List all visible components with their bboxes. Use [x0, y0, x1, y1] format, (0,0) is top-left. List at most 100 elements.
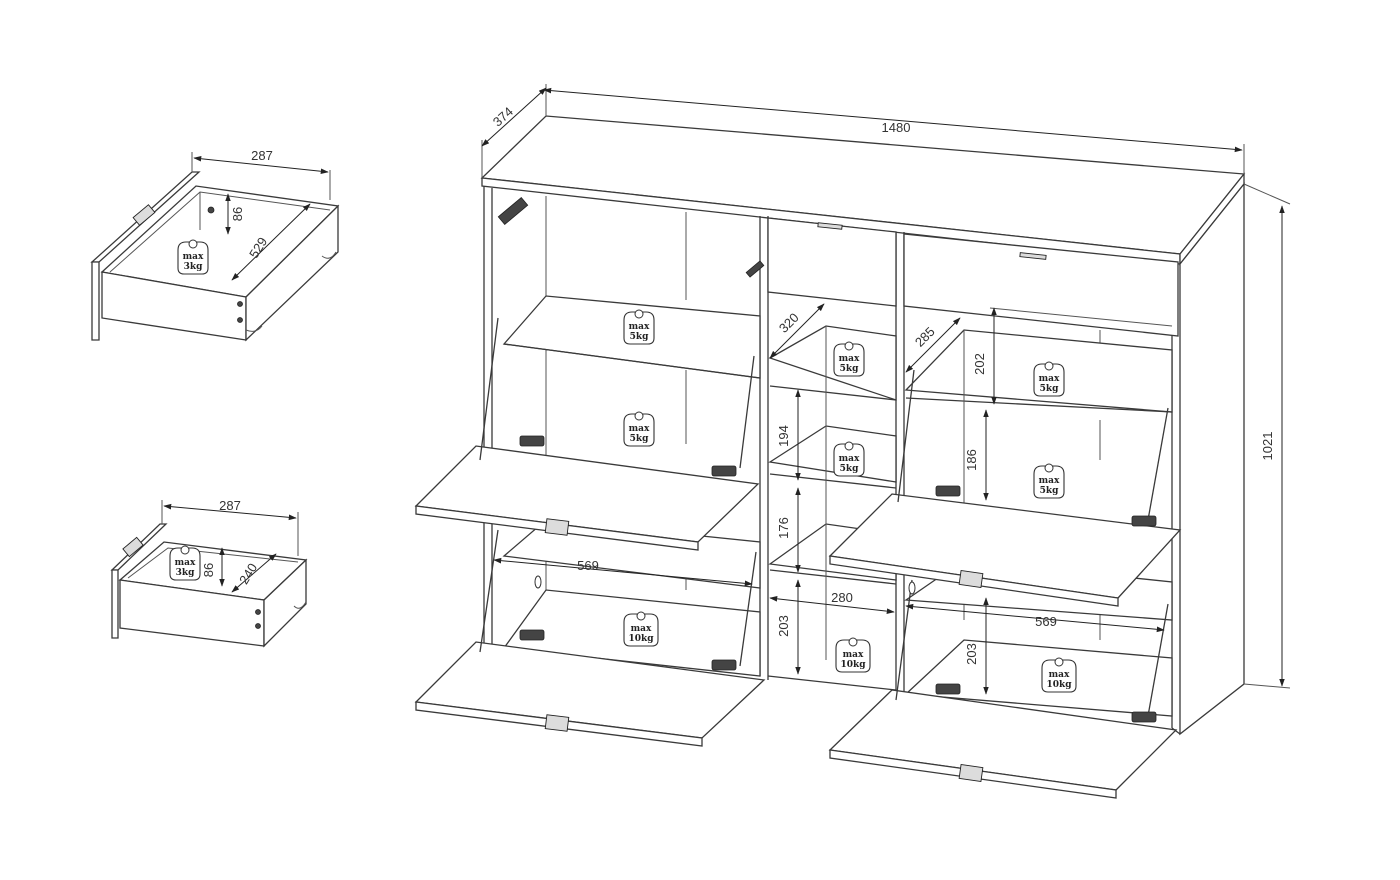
strut-right-upper-a [897, 369, 915, 503]
dim-text-1021: 1021 [1260, 432, 1275, 461]
weight-10kg-label: 10kg [840, 660, 866, 670]
dim-text-287-bottom: 287 [219, 498, 241, 513]
dim-text-374: 374 [490, 104, 516, 130]
dim-line-569-left [493, 557, 753, 587]
weight-icon-left-flap: max 5kg [623, 411, 655, 447]
cabinet-bottom-mid [767, 675, 897, 691]
weight-icon-drawer-small: max 3kg [169, 545, 201, 581]
top-drawer-1-handle [817, 222, 843, 230]
weight-icon-right-bottom: max 10kg [1041, 657, 1077, 693]
mid-shelf-3-front [769, 569, 897, 585]
flap-right-lower-handle [958, 764, 984, 782]
flap-left-upper-handle [544, 518, 570, 536]
dim-text-569-left: 569 [577, 558, 599, 573]
dim-text-203-right: 203 [964, 643, 979, 665]
drawer-small-handle [122, 536, 144, 558]
mid-shelf-1 [768, 325, 897, 401]
right-shelf-top-front [905, 397, 1173, 413]
weight-5kg-label: 5kg [630, 332, 649, 342]
drawer-large-hole-2 [237, 317, 243, 323]
dim-line-280 [769, 596, 895, 614]
drawer-small-hole-1 [255, 609, 261, 615]
flap-pivot-left [534, 575, 542, 589]
dim-line-374 [481, 87, 547, 147]
weight-icons: max 5kg max 5kg max 10kg max 5kg max 5kg [623, 309, 1077, 693]
dim-text-186: 186 [964, 449, 979, 471]
dim-line-529 [231, 203, 311, 281]
weight-icon-left-bottom: max 10kg [623, 611, 659, 647]
cabinet-dims: 1480 374 1021 320 285 202 194 176 203 18… [481, 84, 1291, 695]
drawer-large-runner [245, 325, 263, 332]
weight-max-label: max [1049, 670, 1070, 680]
drawer-small-front-side [111, 569, 119, 639]
dim-text-320: 320 [776, 310, 802, 336]
dim-text-287-top: 287 [251, 148, 273, 163]
dim-text-285: 285 [912, 324, 938, 350]
left-shelf-top-front [503, 343, 761, 379]
weight-5kg-label: 5kg [840, 364, 859, 374]
weight-icon-right-mid: max 5kg [1033, 463, 1065, 499]
weight-max-label: max [175, 558, 196, 568]
drawer-small [110, 523, 308, 648]
drawer-large-runner-2 [321, 251, 337, 259]
weight-5kg-label: 5kg [840, 464, 859, 474]
flap-left-lower-handle [544, 714, 570, 732]
weight-3kg-label: 3kg [176, 568, 195, 578]
dim-text-202: 202 [972, 353, 987, 375]
mid-shelf-2-front [769, 473, 897, 489]
weight-icon-left-top: max 5kg [623, 309, 655, 345]
right-bottom-floor [904, 639, 1173, 717]
weight-max-label: max [843, 650, 864, 660]
mid-shelf-1-front [769, 385, 897, 401]
drawer-small-side [263, 558, 307, 648]
drawer-2-underline [989, 307, 1173, 327]
dim-line-569-right [905, 603, 1165, 633]
weight-icon-mid-3: max 10kg [835, 637, 871, 673]
weight-5kg-label: 5kg [1040, 486, 1059, 496]
weight-max-label: max [1039, 476, 1060, 486]
drawer-large-handle [132, 204, 156, 226]
dim-line-1480 [543, 87, 1243, 153]
dim-text-280: 280 [831, 590, 853, 605]
weight-5kg-label: 5kg [630, 434, 649, 444]
drawer-large-front-side [91, 261, 100, 341]
weight-max-label: max [183, 252, 204, 262]
dim-line-240 [231, 553, 277, 593]
top-drawer-2 [903, 233, 1179, 337]
top-drawer-2-handle [1019, 252, 1047, 260]
dim-text-569-right: 569 [1035, 614, 1057, 629]
dim-line-320 [769, 303, 825, 359]
dim-text-194: 194 [776, 425, 791, 447]
weight-max-label: max [839, 354, 860, 364]
drawer-large [90, 171, 340, 342]
strut-left-upper-b [739, 355, 755, 469]
weight-icon-mid-2: max 5kg [833, 441, 865, 477]
drawer-small-hole-2 [255, 623, 261, 629]
weight-max-label: max [629, 322, 650, 332]
hardware [479, 196, 1169, 723]
strut-right-upper-b [1147, 407, 1169, 521]
hinges [497, 196, 1157, 723]
weight-max-label: max [839, 454, 860, 464]
dim-line-287-top [193, 155, 329, 175]
strut-right-lower-a [895, 579, 913, 701]
weight-5kg-label: 5kg [1040, 384, 1059, 394]
strut-left-lower-a [479, 529, 499, 653]
weight-max-label: max [629, 424, 650, 434]
dim-text-176: 176 [776, 517, 791, 539]
cabinet-side-panel [1179, 182, 1245, 736]
weight-max-label: max [631, 624, 652, 634]
drawer-small-runner [293, 601, 307, 609]
drawer-large-screw [207, 206, 215, 214]
flap-pivot-right [908, 581, 916, 595]
strut-left-lower-b [739, 551, 757, 667]
weight-10kg-label: 10kg [1046, 680, 1072, 690]
dim-text-1480: 1480 [882, 120, 911, 135]
weight-icon-right-top: max 5kg [1033, 361, 1065, 397]
flaps [414, 445, 1182, 799]
weight-icon-drawer-large: max 3kg [177, 239, 209, 275]
dim-line-287-bottom [163, 503, 297, 521]
dim-line-285 [905, 317, 961, 373]
